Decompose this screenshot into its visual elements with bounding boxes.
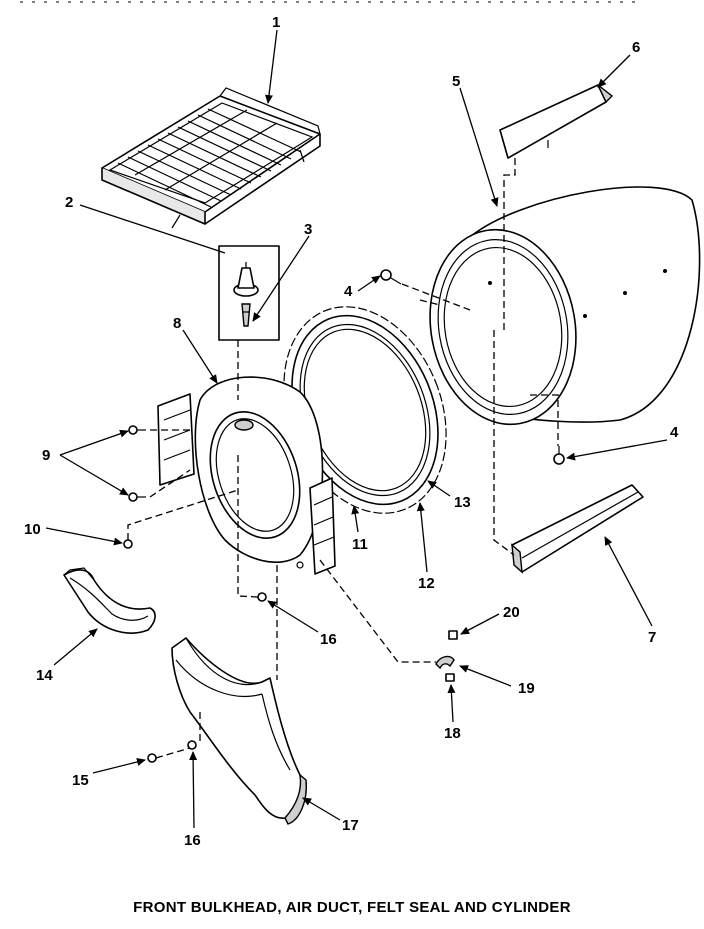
callout-8: 8 [173, 315, 181, 332]
part-sensor-bracket [218, 245, 280, 341]
screw-4a [380, 269, 402, 285]
callout-2: 2 [65, 194, 73, 211]
callout-16-upper: 16 [320, 631, 337, 648]
part-drying-rack [101, 87, 321, 229]
callout-19: 19 [518, 680, 535, 697]
callout-10: 10 [24, 521, 41, 538]
screw-10 [123, 539, 133, 549]
callout-labels: 1 2 3 4 4 5 6 7 8 9 10 11 12 13 14 15 16… [24, 14, 679, 849]
callout-4-lower: 4 [670, 424, 679, 441]
part-lower-baffle [511, 484, 644, 574]
screw-9b [128, 492, 146, 502]
clip-18 [445, 673, 455, 682]
clip-19 [435, 655, 455, 670]
part-filter-housing [63, 567, 156, 634]
callout-13: 13 [454, 494, 471, 511]
callout-4-upper: 4 [344, 283, 353, 300]
nut-20 [448, 630, 458, 640]
callout-11: 11 [352, 536, 368, 553]
callout-6: 6 [632, 39, 640, 56]
callout-7: 7 [648, 629, 656, 646]
callout-15: 15 [72, 772, 89, 789]
part-front-bulkhead [157, 376, 336, 575]
callout-12: 12 [418, 575, 435, 592]
callout-9: 9 [42, 447, 50, 464]
callout-1: 1 [272, 14, 280, 31]
callout-20: 20 [503, 604, 520, 621]
screw-16a [257, 592, 267, 602]
callout-5: 5 [452, 73, 460, 90]
leader-lines [45, 29, 668, 829]
part-drum-cylinder [429, 186, 701, 426]
alignment-lines [127, 158, 559, 759]
screw-15 [147, 753, 157, 763]
part-drum-baffle [499, 84, 614, 159]
screw-9a [128, 425, 146, 435]
callout-17: 17 [342, 817, 359, 834]
callout-18: 18 [444, 725, 461, 742]
screw-16b [187, 740, 197, 750]
part-air-duct [171, 637, 307, 825]
diagram-caption: FRONT BULKHEAD, AIR DUCT, FELT SEAL AND … [133, 899, 571, 916]
callout-14: 14 [36, 667, 53, 684]
screw-4b [553, 446, 565, 465]
callout-3: 3 [304, 221, 312, 238]
callout-16-lower: 16 [184, 832, 201, 849]
